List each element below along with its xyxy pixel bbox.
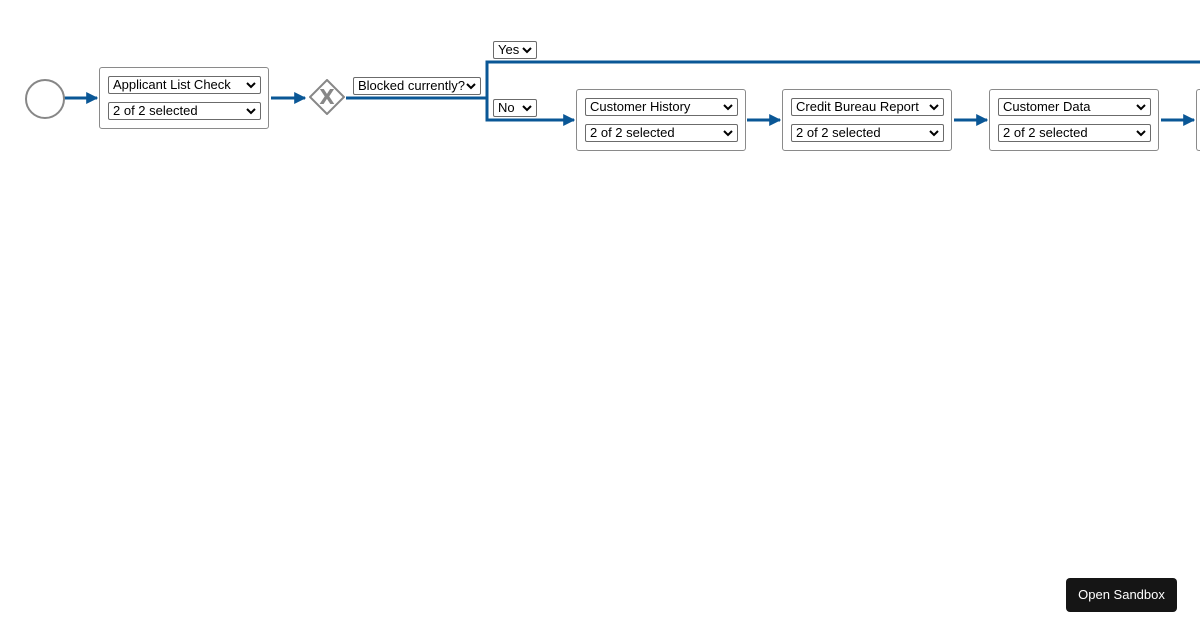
- task-type-select[interactable]: Customer Data: [998, 98, 1151, 116]
- task-options-select[interactable]: 2 of 2 selected: [585, 124, 738, 142]
- task-type-value: Applicant List Check: [113, 77, 231, 92]
- chevron-down-icon: [723, 130, 733, 137]
- branch-no-value: No: [498, 100, 515, 115]
- chevron-down-icon: [522, 105, 532, 112]
- chevron-down-icon: [246, 108, 256, 115]
- task-options-select[interactable]: 2 of 2 selected: [791, 124, 944, 142]
- exclusive-gateway: X: [309, 79, 345, 115]
- gateway-x-icon: X: [319, 85, 335, 109]
- task-customer-history: Customer History 2 of 2 selected: [576, 89, 746, 151]
- task-type-select[interactable]: Customer History: [585, 98, 738, 116]
- chevron-down-icon: [929, 104, 939, 111]
- task-options-value: 2 of 2 selected: [1003, 125, 1088, 140]
- task-customer-data: Customer Data 2 of 2 selected: [989, 89, 1159, 151]
- gateway-condition-select[interactable]: Blocked currently?: [353, 77, 481, 95]
- chevron-down-icon: [929, 130, 939, 137]
- task-next-partial: [1196, 89, 1200, 151]
- chevron-down-icon: [1136, 130, 1146, 137]
- task-type-select[interactable]: Applicant List Check: [108, 76, 261, 94]
- task-options-value: 2 of 2 selected: [113, 103, 198, 118]
- start-event: [25, 79, 65, 119]
- task-credit-bureau-report: Credit Bureau Report 2 of 2 selected: [782, 89, 952, 151]
- chevron-down-icon: [246, 82, 256, 89]
- task-options-value: 2 of 2 selected: [590, 125, 675, 140]
- connector-yes-branch: [485, 60, 1200, 98]
- chevron-down-icon: [466, 83, 476, 90]
- task-options-select[interactable]: 2 of 2 selected: [998, 124, 1151, 142]
- branch-no-select[interactable]: No: [493, 99, 537, 117]
- task-type-select[interactable]: Credit Bureau Report: [791, 98, 944, 116]
- task-type-value: Customer History: [590, 99, 691, 114]
- task-options-value: 2 of 2 selected: [796, 125, 881, 140]
- chevron-down-icon: [1136, 104, 1146, 111]
- chevron-down-icon: [723, 104, 733, 111]
- task-type-value: Customer Data: [1003, 99, 1091, 114]
- connector-no-branch: [485, 98, 576, 126]
- chevron-down-icon: [522, 47, 532, 54]
- task-options-select[interactable]: 2 of 2 selected: [108, 102, 261, 120]
- open-sandbox-button[interactable]: Open Sandbox: [1066, 578, 1177, 612]
- branch-yes-select[interactable]: Yes: [493, 41, 537, 59]
- task-type-value: Credit Bureau Report: [796, 99, 919, 114]
- gateway-condition-value: Blocked currently?: [358, 78, 465, 93]
- branch-yes-value: Yes: [498, 42, 520, 57]
- task-applicant-list-check: Applicant List Check 2 of 2 selected: [99, 67, 269, 129]
